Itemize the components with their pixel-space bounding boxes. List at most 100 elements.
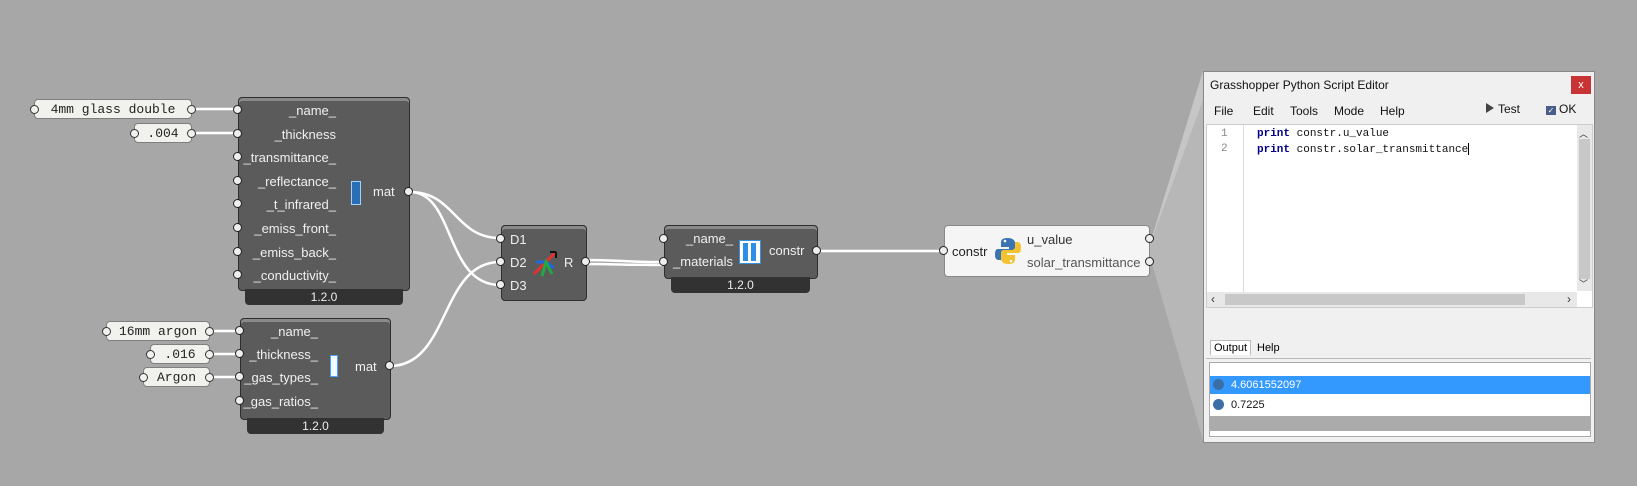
python-output-u-value[interactable]: u_value — [1027, 232, 1073, 247]
grip[interactable] — [659, 234, 668, 243]
python-component[interactable]: constr u_value solar_transmittance — [944, 225, 1150, 277]
hscroll-thumb[interactable] — [1225, 294, 1525, 305]
glass-input-2[interactable]: _transmittance_ — [243, 150, 337, 165]
zoom-cone — [1148, 71, 1203, 440]
glass-input-1[interactable]: _thickness — [274, 127, 336, 142]
menu-help[interactable]: Help — [1380, 104, 1405, 118]
glass-material-component[interactable]: _name_ _thickness _transmittance_ _refle… — [238, 97, 410, 291]
grip[interactable] — [812, 246, 821, 255]
grip[interactable] — [581, 257, 590, 266]
grip[interactable] — [233, 105, 242, 114]
grip[interactable] — [496, 280, 505, 289]
gas-thickness-panel[interactable]: .016 — [146, 344, 214, 364]
scroll-down-icon[interactable]: ﹀ — [1579, 279, 1589, 289]
menu-edit[interactable]: Edit — [1253, 104, 1274, 118]
grip[interactable] — [235, 349, 244, 358]
code-line-2: 2 — [1221, 143, 1228, 155]
python-output-solar[interactable]: solar_transmittance — [1027, 255, 1141, 270]
grip[interactable] — [233, 270, 242, 279]
gas-name-text: 16mm argon — [118, 324, 197, 339]
glass-material-icon — [351, 181, 361, 205]
grip[interactable] — [1145, 234, 1154, 243]
scroll-left-icon[interactable]: ‹ — [1211, 292, 1215, 306]
grip[interactable] — [1145, 257, 1154, 266]
wire-glass-d1 — [409, 190, 501, 240]
merge-output-r[interactable]: R — [564, 255, 574, 270]
test-button[interactable]: Test — [1486, 102, 1520, 120]
gas-name-panel[interactable]: 16mm argon — [102, 321, 214, 341]
glass-input-4[interactable]: _t_infrared_ — [266, 197, 336, 212]
glass-name-text: 4mm glass double — [50, 102, 176, 117]
grip[interactable] — [233, 176, 242, 185]
output-row-1[interactable]: 4.6061552097 — [1210, 376, 1590, 394]
gas-input-2[interactable]: _gas_types_ — [244, 370, 318, 385]
construction-version: 1.2.0 — [671, 277, 810, 293]
gas-input-0[interactable]: _name_ — [271, 324, 318, 339]
gas-material-icon — [330, 355, 338, 377]
menu-mode[interactable]: Mode — [1334, 104, 1365, 118]
grip[interactable] — [233, 199, 242, 208]
gas-material-component[interactable]: _name_ _thickness_ _gas_types_ _gas_rati… — [240, 318, 391, 420]
close-button[interactable]: x — [1571, 76, 1591, 94]
scroll-right-icon[interactable]: › — [1567, 292, 1571, 306]
code-area[interactable]: 1 print constr.u_value 2 print constr.so… — [1206, 124, 1593, 308]
ok-button[interactable]: ✓OK — [1546, 102, 1576, 120]
construction-icon — [739, 240, 761, 264]
constr-input-materials[interactable]: _materials — [673, 254, 733, 269]
grip[interactable] — [385, 361, 394, 370]
grip[interactable] — [235, 396, 244, 405]
glass-name-panel[interactable]: 4mm glass double — [30, 99, 196, 119]
merge-component[interactable]: D1 D2 D3 R — [501, 225, 587, 301]
glass-input-7[interactable]: _conductivity_ — [253, 268, 336, 283]
grip[interactable] — [939, 246, 948, 255]
gas-input-1[interactable]: _thickness_ — [249, 347, 318, 362]
glass-input-0[interactable]: _name_ — [289, 103, 336, 118]
merge-input-d2[interactable]: D2 — [510, 255, 527, 270]
code-line-1-text: print constr.u_value — [1257, 128, 1390, 140]
editor-menubar: File Edit Tools Mode Help Test ✓OK — [1204, 100, 1594, 122]
grip[interactable] — [404, 187, 413, 196]
python-input-constr[interactable]: constr — [952, 244, 988, 259]
gas-input-3[interactable]: _gas_ratios_ — [243, 394, 318, 409]
grip[interactable] — [233, 129, 242, 138]
grip[interactable] — [233, 152, 242, 161]
menu-tools[interactable]: Tools — [1290, 104, 1319, 118]
glass-thickness-panel[interactable]: .004 — [130, 123, 196, 143]
scroll-up-icon[interactable]: ︿ — [1579, 129, 1589, 139]
grip[interactable] — [496, 234, 505, 243]
grip[interactable] — [659, 257, 668, 266]
output-row-2[interactable]: 0.7225 — [1210, 396, 1590, 414]
merge-input-d3[interactable]: D3 — [510, 278, 527, 293]
python-output-icon — [1213, 379, 1224, 390]
grip[interactable] — [496, 257, 505, 266]
output-value-1: 4.6061552097 — [1231, 379, 1302, 391]
constr-output[interactable]: constr — [769, 243, 805, 258]
grip[interactable] — [233, 247, 242, 256]
gas-type-panel[interactable]: Argon — [139, 367, 214, 387]
grip[interactable] — [233, 223, 242, 232]
menu-file[interactable]: File — [1214, 104, 1234, 118]
gas-material-version: 1.2.0 — [247, 418, 384, 434]
grip[interactable] — [235, 326, 244, 335]
code-line-2-text: print constr.solar_transmittance — [1257, 143, 1470, 156]
glass-output-mat[interactable]: mat — [373, 184, 395, 199]
grip[interactable] — [235, 372, 244, 381]
constr-input-name[interactable]: _name_ — [686, 231, 733, 246]
keyword-print: print — [1257, 128, 1291, 140]
scroll-thumb[interactable] — [1579, 139, 1590, 279]
tab-output[interactable]: Output — [1210, 340, 1252, 355]
merge-input-d1[interactable]: D1 — [510, 232, 527, 247]
output-value-2: 0.7225 — [1231, 399, 1265, 411]
vertical-scrollbar[interactable]: ︿ ﹀ — [1577, 125, 1592, 291]
gas-output-mat[interactable]: mat — [355, 359, 377, 374]
output-empty-band — [1210, 416, 1590, 431]
glass-material-version: 1.2.0 — [245, 289, 403, 305]
horizontal-scrollbar[interactable]: ‹ › — [1207, 292, 1577, 307]
construction-component[interactable]: _name_ _materials constr — [664, 225, 818, 279]
glass-input-6[interactable]: _emiss_back_ — [252, 245, 336, 260]
glass-input-3[interactable]: _reflectance_ — [257, 174, 336, 189]
tab-help[interactable]: Help — [1257, 342, 1280, 354]
glass-input-5[interactable]: _emiss_front_ — [254, 221, 336, 236]
code-line-1: 1 — [1221, 128, 1228, 140]
